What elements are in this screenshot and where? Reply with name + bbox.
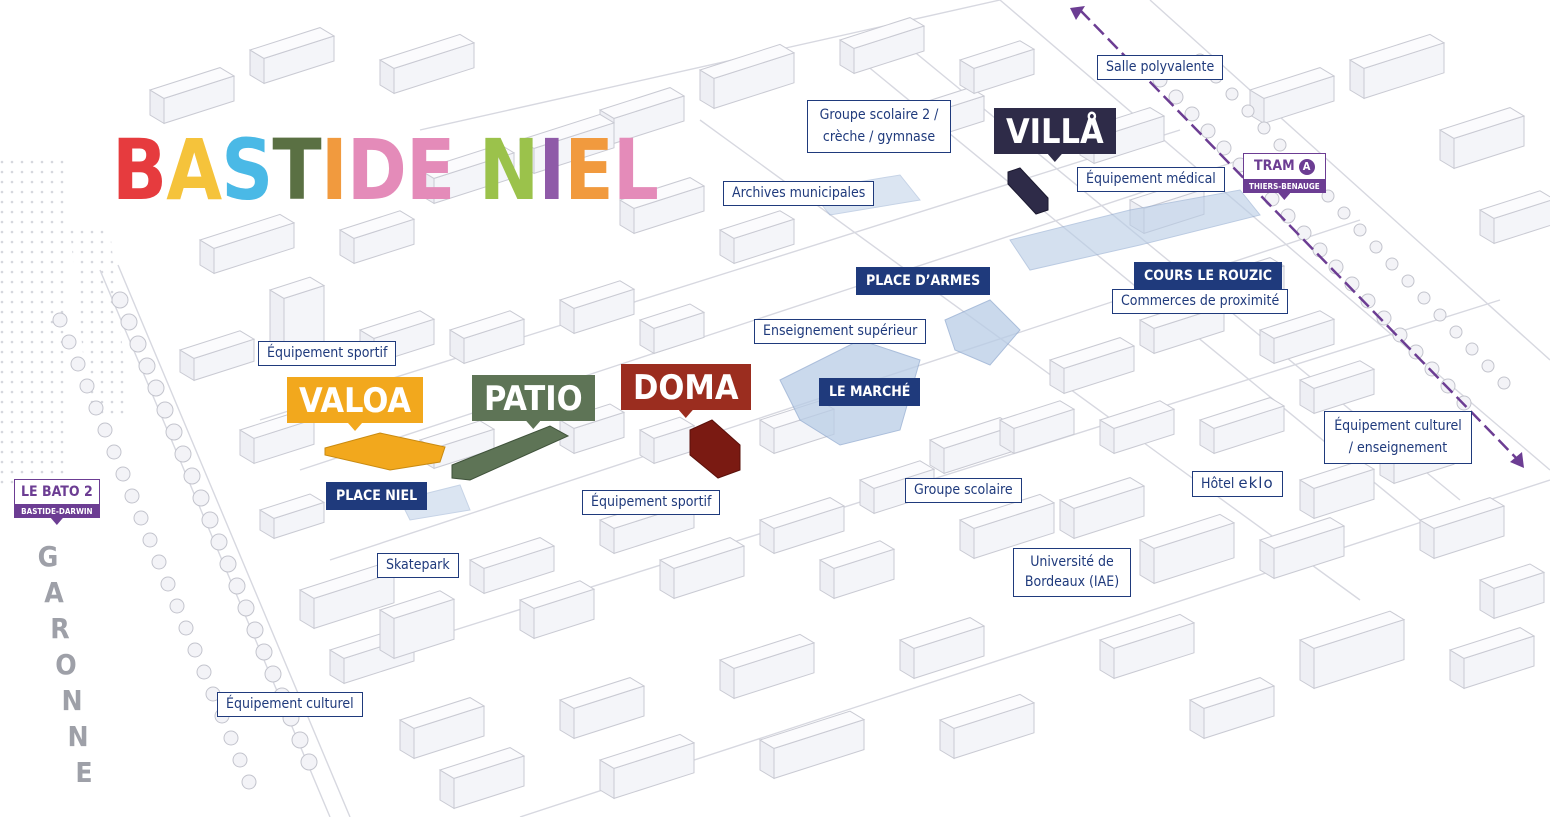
logo-letter	[454, 128, 478, 212]
equipement-sportif-south-label[interactable]: Équipement sportif	[582, 490, 721, 515]
equipement-culturel-enseignement-label[interactable]: Équipement culturel / enseignement	[1324, 411, 1472, 464]
logo-letter: E	[405, 121, 455, 219]
bato-station-marker[interactable]: LE BATO 2 BASTIDE-DARWIN	[14, 479, 100, 525]
project-buildings	[324, 167, 1049, 481]
logo-letter: E	[564, 121, 613, 219]
commerces-proximite-label[interactable]: Commerces de proximité	[1112, 289, 1289, 314]
valoa-project-label[interactable]: VALOA	[287, 377, 424, 431]
le-marche-tag[interactable]: LE MARCHÉ	[819, 378, 921, 406]
salle-polyvalente-label[interactable]: Salle polyvalente	[1097, 55, 1224, 80]
logo-letter: D	[346, 121, 407, 219]
groupe-scolaire-label[interactable]: Groupe scolaire	[905, 478, 1022, 503]
bato-station-name: LE BATO 2	[14, 479, 100, 505]
villa-building	[1007, 167, 1049, 215]
equipement-sportif-north-label[interactable]: Équipement sportif	[258, 341, 397, 366]
cours-le-rouzic-tag[interactable]: COURS LE ROUZIC	[1134, 262, 1283, 290]
river-letter: E	[75, 756, 93, 789]
logo-letter: I	[538, 121, 565, 219]
valoa-building	[324, 432, 446, 471]
archives-municipales-label[interactable]: Archives municipales	[723, 181, 875, 206]
hotel-eklo-label[interactable]: Hôtel eklo	[1192, 471, 1283, 497]
skatepark-label[interactable]: Skatepark	[377, 553, 459, 578]
equipement-medical-label[interactable]: Équipement médical	[1077, 167, 1225, 192]
place-niel-tag[interactable]: PLACE NIEL	[326, 482, 428, 510]
patio-project-label[interactable]: PATIO	[472, 375, 595, 429]
bato-pointer-icon	[50, 518, 63, 525]
river-letter: N	[67, 720, 89, 753]
logo-letter: S	[221, 121, 273, 219]
logo-letter: I	[320, 121, 348, 219]
logo-letter: T	[272, 121, 321, 219]
tram-line-a-icon: A	[1298, 159, 1315, 175]
patio-name: PATIO	[484, 379, 583, 419]
river-letter: A	[44, 576, 64, 609]
doma-name: DOMA	[633, 368, 739, 408]
logo-letter: L	[612, 121, 659, 219]
valoa-name: VALOA	[299, 381, 412, 421]
bato-stop-name: BASTIDE-DARWIN	[14, 505, 100, 518]
enseignement-superieur-label[interactable]: Enseignement supérieur	[754, 319, 927, 344]
groupe-scolaire-2-label[interactable]: Groupe scolaire 2 / crèche / gymnase	[807, 100, 951, 153]
river-letter: O	[55, 648, 77, 681]
patio-building	[451, 425, 570, 481]
logo-letter: B	[112, 121, 167, 219]
tram-line	[1070, 6, 1524, 468]
villa-name: VILLÅ	[1006, 112, 1104, 152]
universite-bordeaux-label[interactable]: Université de Bordeaux (IAE)	[1013, 548, 1131, 597]
logo-letter: A	[166, 121, 222, 219]
place-darmes-tag[interactable]: PLACE D’ARMES	[856, 267, 991, 295]
tram-pointer-icon	[1278, 193, 1291, 200]
river-letter: N	[61, 684, 83, 717]
bastide-niel-logo: BASTIDE NIEL	[112, 121, 659, 219]
tram-name: TRAM	[1254, 158, 1295, 174]
logo-letter: N	[478, 121, 539, 219]
eklo-brand: eklo	[1238, 474, 1274, 492]
river-letter: R	[50, 612, 70, 645]
equipement-culturel-label[interactable]: Équipement culturel	[217, 692, 363, 717]
river-letter: G	[37, 540, 59, 573]
tram-stop-name: THIERS-BENAUGE	[1243, 180, 1326, 193]
hotel-word: Hôtel	[1201, 476, 1235, 492]
doma-project-label[interactable]: DOMA	[621, 364, 751, 418]
villa-project-label[interactable]: VILLÅ	[994, 108, 1116, 162]
doma-building	[689, 419, 741, 479]
